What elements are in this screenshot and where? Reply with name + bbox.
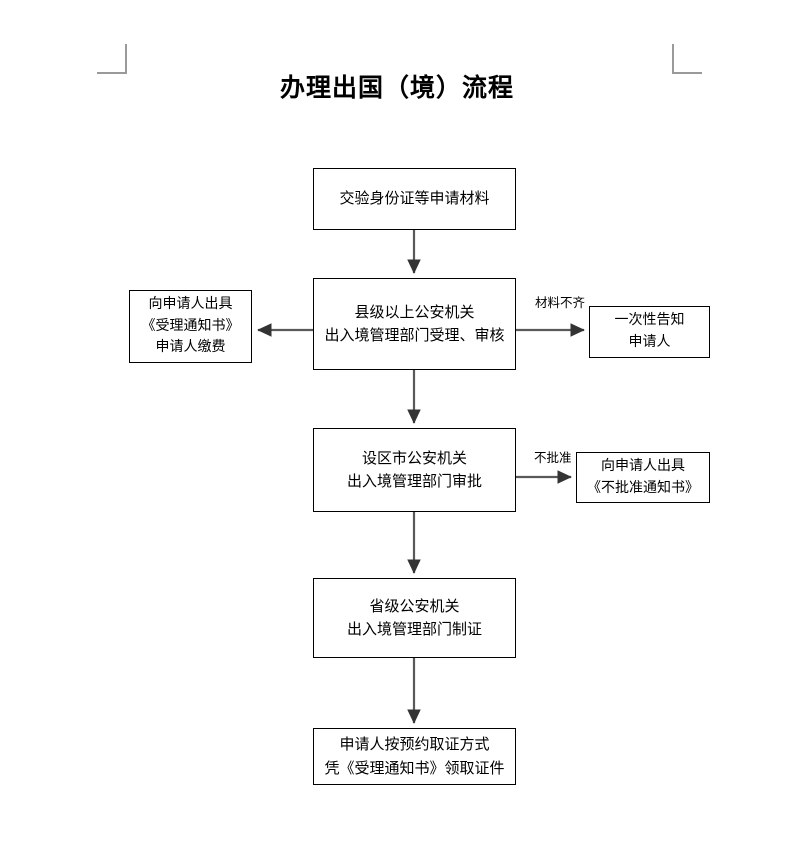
flow-node-collect-line-2: 凭《受理通知书》领取证件 (324, 758, 505, 777)
flow-node-collect: 申请人按预约取证方式 凭《受理通知书》领取证件 (313, 728, 516, 785)
flow-node-reject-line-2: 《不批准通知书》 (587, 479, 699, 496)
flow-node-submit-line-1: 交验身份证等申请材料 (339, 189, 490, 208)
flow-node-submit: 交验身份证等申请材料 (313, 168, 516, 230)
flow-node-county-line-1: 县级以上公安机关 (354, 302, 475, 321)
flow-node-receipt-line-1: 向申请人出具 (148, 295, 233, 312)
page-title: 办理出国（境）流程 (279, 73, 514, 102)
flow-node-notify-once-line-1: 一次性告知 (614, 312, 685, 329)
flow-node-province-line-1: 省级公安机关 (369, 596, 460, 615)
flow-node-collect-line-1: 申请人按预约取证方式 (339, 735, 490, 754)
flow-node-city-line-2: 出入境管理部门审批 (346, 472, 482, 490)
flow-node-receipt-line-2: 《受理通知书》 (141, 317, 240, 334)
flow-node-county-line-2: 出入境管理部门受理、审核 (324, 326, 505, 344)
flow-node-reject: 向申请人出具 《不批准通知书》 (576, 452, 710, 503)
flow-node-county: 县级以上公安机关 出入境管理部门受理、审核 (313, 278, 516, 370)
flow-node-city-line-1: 设区市公安机关 (361, 448, 467, 467)
flow-node-province-line-2: 出入境管理部门制证 (346, 620, 482, 638)
edge-label-incomplete: 材料不齐 (535, 295, 586, 310)
flow-node-city: 设区市公安机关 出入境管理部门审批 (313, 428, 516, 512)
flow-node-receipt: 向申请人出具 《受理通知书》 申请人缴费 (129, 290, 252, 363)
flow-node-notify-once-line-2: 申请人 (628, 334, 671, 350)
flow-node-receipt-line-3: 申请人缴费 (155, 339, 226, 356)
flow-node-reject-line-1: 向申请人出具 (601, 457, 685, 474)
flow-node-notify-once: 一次性告知 申请人 (589, 306, 710, 358)
edge-label-not-approved: 不批准 (534, 450, 572, 465)
flow-node-province: 省级公安机关 出入境管理部门制证 (313, 578, 516, 658)
